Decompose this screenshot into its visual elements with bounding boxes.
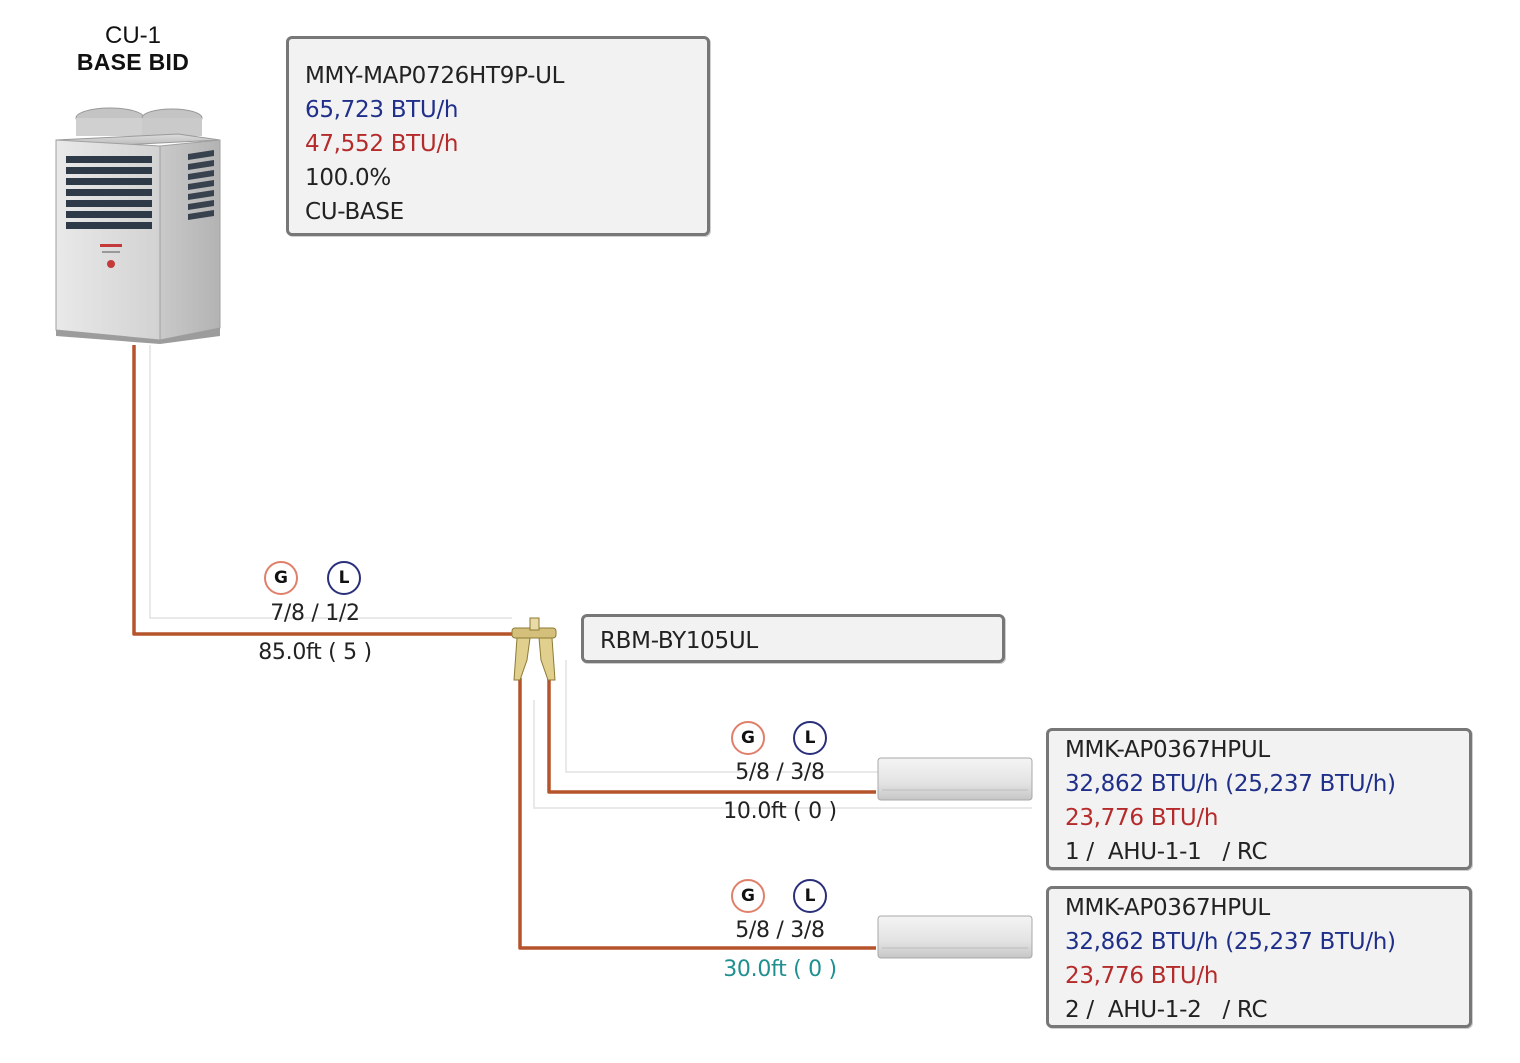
main-pipe-size: 7/8 / 1/2: [270, 601, 360, 626]
indoor-unit-2-heating-capacity: 23,776 BTU/h: [1065, 963, 1219, 989]
outdoor-unit-system-name: CU-BASE: [305, 199, 404, 225]
outdoor-unit-cooling-capacity: 65,723 BTU/h: [305, 97, 459, 123]
indoor-unit-1-model: MMK-AP0367HPUL: [1065, 737, 1270, 763]
indoor-unit-2-tag: 2 / AHU-1-2 / RC: [1065, 997, 1268, 1023]
branch-1-gas-badge: G: [731, 721, 765, 755]
indoor-unit-1-heating-capacity: 23,776 BTU/h: [1065, 805, 1219, 831]
outdoor-unit-info-box[interactable]: MMY-MAP0726HT9P-UL 65,723 BTU/h 47,552 B…: [286, 36, 710, 236]
guide-lines: [149, 345, 1032, 809]
outdoor-condensing-unit-icon[interactable]: [48, 104, 226, 344]
indoor-unit-1-tag: 1 / AHU-1-1 / RC: [1065, 839, 1268, 865]
refnet-joint-icon: [511, 617, 557, 681]
indoor-unit-2-cooling-capacity: 32,862 BTU/h (25,237 BTU/h): [1065, 929, 1396, 955]
branch-1-pipe-size: 5/8 / 3/8: [735, 760, 825, 785]
branch-kit-info-box[interactable]: RBM-BY105UL: [581, 614, 1005, 663]
indoor-unit-1-info-box[interactable]: MMK-AP0367HPUL 32,862 BTU/h (25,237 BTU/…: [1046, 728, 1472, 870]
branch-1-liquid-badge: L: [793, 721, 827, 755]
wall-mounted-indoor-unit-icon[interactable]: [876, 914, 1034, 960]
indoor-unit-2-info-box[interactable]: MMK-AP0367HPUL 32,862 BTU/h (25,237 BTU/…: [1046, 886, 1472, 1028]
guide-line-main: [149, 345, 512, 619]
main-pipe-length: 85.0ft ( 5 ): [258, 640, 372, 665]
guide-line-branch-2: [533, 700, 1032, 809]
outdoor-unit-name: CU-1: [104, 22, 161, 49]
branch-2-pipe-size: 5/8 / 3/8: [735, 918, 825, 943]
pipe-branch-2: [518, 678, 876, 950]
branch-2-liquid-badge: L: [793, 879, 827, 913]
indoor-unit-2-model: MMK-AP0367HPUL: [1065, 895, 1270, 921]
outdoor-unit-heating-capacity: 47,552 BTU/h: [305, 131, 459, 157]
indoor-unit-1-cooling-capacity: 32,862 BTU/h (25,237 BTU/h): [1065, 771, 1396, 797]
main-pipe-liquid-badge: L: [327, 561, 361, 595]
pipe-main: [132, 345, 518, 636]
main-pipe-gas-badge: G: [264, 561, 298, 595]
refrigerant-pipes: [132, 345, 876, 950]
branch-kit-model: RBM-BY105UL: [600, 628, 758, 654]
wall-mounted-indoor-unit-icon[interactable]: [876, 756, 1034, 802]
branch-2-pipe-length: 30.0ft ( 0 ): [723, 957, 837, 982]
pipe-branch-1: [547, 678, 876, 794]
branch-2-gas-badge: G: [731, 879, 765, 913]
outdoor-unit-bid-label: BASE BID: [76, 49, 190, 75]
branch-1-pipe-length: 10.0ft ( 0 ): [723, 799, 837, 824]
guide-line-branch-1: [565, 660, 878, 773]
outdoor-unit-model: MMY-MAP0726HT9P-UL: [305, 63, 565, 89]
outdoor-unit-connection-ratio: 100.0%: [305, 165, 391, 191]
